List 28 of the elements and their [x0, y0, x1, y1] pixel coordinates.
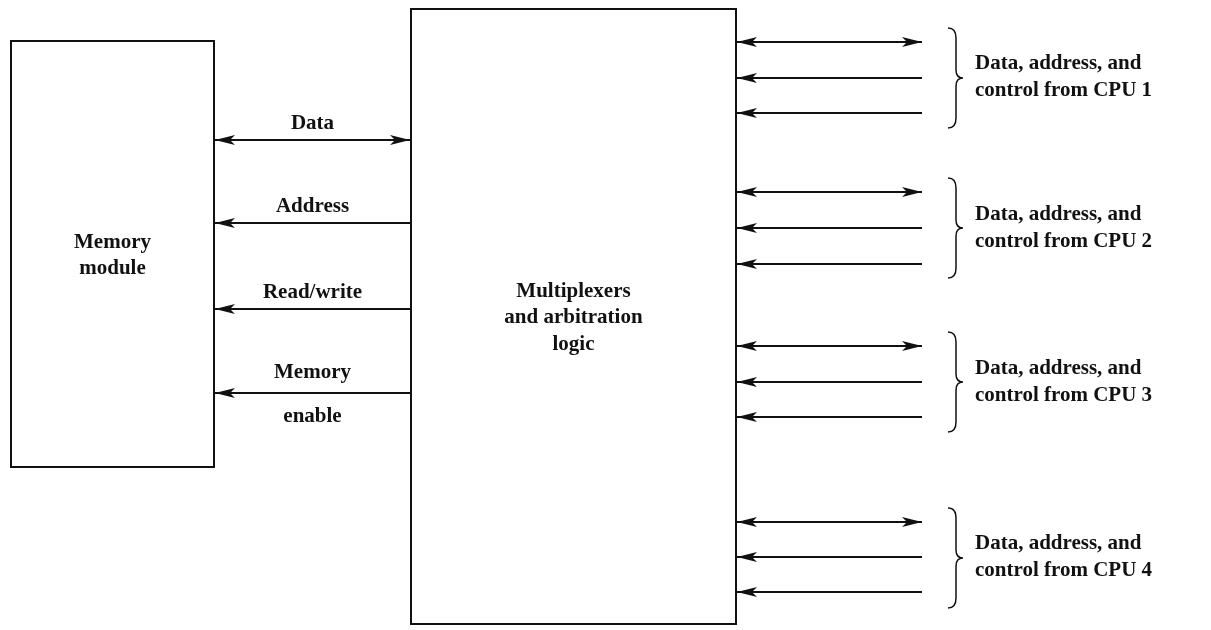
- arrow: [736, 187, 923, 197]
- arrow: [736, 517, 923, 527]
- arrow: [736, 259, 923, 269]
- edge-label: Read/write: [261, 279, 364, 304]
- arrow: [736, 552, 923, 562]
- bus-label: Data, address, and control from CPU 3: [975, 354, 1154, 409]
- edge-label: Memory enable: [273, 358, 352, 429]
- logic-box: [410, 8, 737, 625]
- arrow: [736, 377, 923, 387]
- box-label: Memory module: [73, 227, 152, 281]
- bus-label: Data, address, and control from CPU 4: [975, 529, 1154, 584]
- arrow: [214, 304, 411, 314]
- arrow: [736, 108, 923, 118]
- arrow: [736, 341, 923, 351]
- arrow: [736, 73, 923, 83]
- box-label: Multiplexers and arbitration logic: [503, 277, 644, 356]
- arrow: [214, 135, 411, 145]
- arrow: [214, 218, 411, 228]
- arrow: [736, 223, 923, 233]
- memory-box: [10, 40, 215, 468]
- edge-label: Data: [289, 110, 336, 135]
- arrow: [736, 412, 923, 422]
- bus-label: Data, address, and control from CPU 2: [975, 200, 1154, 255]
- edge-label: Address: [274, 193, 351, 218]
- arrow: [214, 388, 411, 398]
- bus-label: Data, address, and control from CPU 1: [975, 49, 1154, 104]
- arrow: [736, 37, 923, 47]
- arrow: [736, 587, 923, 597]
